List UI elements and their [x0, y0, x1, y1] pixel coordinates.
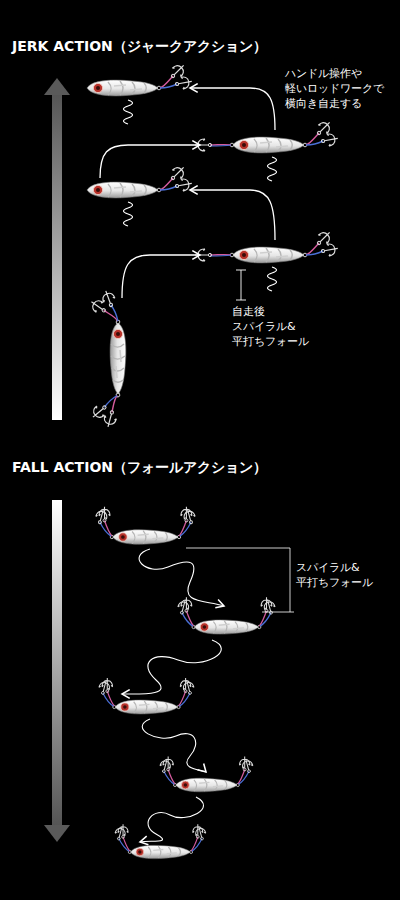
- jig-illustration: [114, 824, 208, 858]
- jig-illustration: [97, 678, 195, 714]
- fall-trail: [122, 549, 224, 842]
- dimension-bracket: [236, 270, 246, 300]
- direction-arrow-up: [44, 78, 70, 420]
- callout-note: ハンドル操作や 軽いロッドワークで 横向き自走する: [285, 67, 395, 112]
- jig-illustration: [195, 118, 339, 153]
- direction-arrow-down: [44, 500, 70, 842]
- jig-illustration: [176, 597, 276, 634]
- section-heading: JERK ACTION（ジャークアクション）: [12, 37, 392, 56]
- motion-arrow: [100, 88, 275, 298]
- section-heading: FALL ACTION（フォールアクション）: [12, 458, 392, 477]
- jig-illustration: [94, 507, 197, 545]
- jig-illustration: [195, 228, 339, 263]
- jig-illustration: [159, 757, 255, 792]
- motion-wiggle: [124, 100, 277, 291]
- jig-illustration: [86, 288, 133, 435]
- jig-illustration: [87, 163, 193, 198]
- jig-illustration: [87, 61, 193, 96]
- dimension-bracket: [186, 548, 294, 612]
- callout-note: スパイラル& 平打ちフォール: [296, 561, 376, 591]
- callout-note: 自走後 スパイラル& 平打ちフォール: [232, 305, 312, 350]
